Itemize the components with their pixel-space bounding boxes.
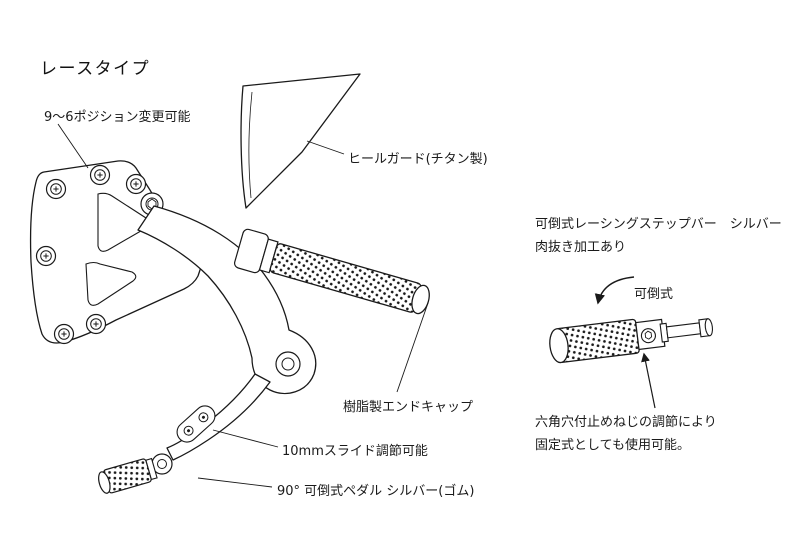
side-diagram-title: 可倒式レーシングステップバー シルバー 肉抜き加工あり: [535, 214, 782, 260]
end-cap: [411, 284, 430, 315]
leader-pedal: [197, 477, 273, 488]
leader-lines: [57, 123, 429, 488]
page-title: レースタイプ: [40, 59, 151, 79]
footpeg: [234, 228, 430, 315]
heel-guard: [240, 73, 361, 209]
mount-bracket: [29, 160, 204, 345]
label-foldable: 可倒式: [634, 287, 674, 302]
screw-boss: [53, 323, 75, 345]
pedal-arm: [98, 373, 271, 494]
screw-boss: [89, 164, 111, 186]
leader-end-cap: [396, 302, 429, 393]
support-arm: [137, 205, 317, 395]
label-end-cap: 樹脂製エンドキャップ: [343, 400, 474, 415]
footpeg-knurl: [269, 243, 422, 313]
side-note-line2: 固定式としても使用可能。: [535, 437, 690, 453]
leader-position: [57, 123, 89, 169]
step-bar-end-cap: [549, 328, 569, 364]
hex-set-screw: [640, 328, 656, 344]
bracket-cutout: [85, 261, 137, 306]
leader-heel-guard: [306, 140, 345, 155]
shift-pedal-tip: [98, 457, 158, 494]
label-slide-adjust: 10mmスライド調節可能: [282, 444, 428, 459]
label-position-adjust: 9〜6ポジション変更可能: [44, 110, 191, 125]
label-pedal: 90° 可倒式ペダル シルバー(ゴム): [277, 484, 475, 499]
side-diagram-note: 六角穴付止めねじの調節により 固定式としても使用可能。: [535, 412, 717, 458]
screw-boss: [125, 173, 147, 195]
leader-slide: [212, 429, 279, 448]
screw-boss: [85, 313, 107, 335]
side-title-line1: 可倒式レーシングステップバー シルバー: [535, 217, 782, 232]
label-heel-guard: ヒールガード(チタン製): [348, 152, 488, 167]
screw-boss: [35, 245, 57, 267]
step-bar-assembly: [549, 276, 714, 409]
fold-arrow-icon: [594, 276, 635, 305]
pointer-arrow-icon: [641, 352, 656, 409]
slide-slot: [176, 405, 216, 443]
screw-boss: [45, 178, 67, 200]
step-bar-knurl: [555, 318, 640, 363]
bolt-shaft: [665, 322, 702, 339]
side-title-line2: 肉抜き加工あり: [535, 239, 627, 255]
side-note-line1: 六角穴付止めねじの調節により: [535, 415, 717, 430]
